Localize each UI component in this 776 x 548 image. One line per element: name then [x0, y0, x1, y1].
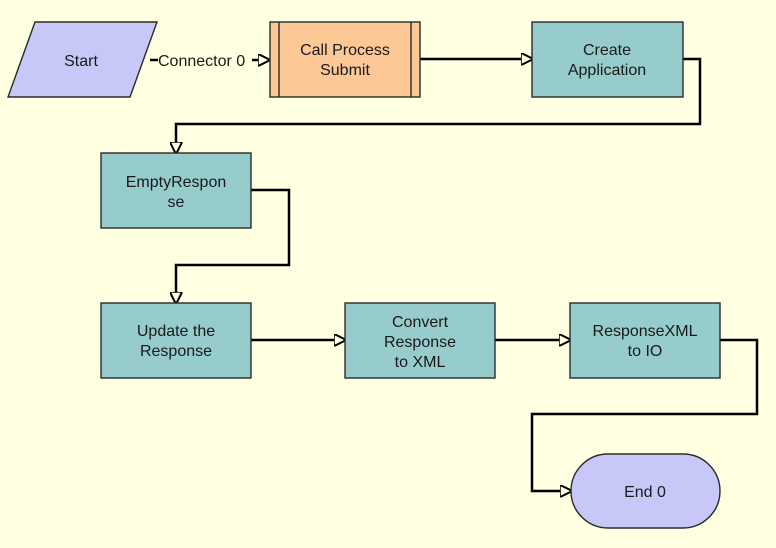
end-label: End 0	[624, 484, 666, 501]
edge-responsexml-io-to-end[interactable]	[530, 338, 759, 491]
create-application-label-line-1: Create	[583, 42, 631, 59]
node-update-response[interactable]: Update the Response	[100, 302, 252, 379]
task-shape	[344, 302, 496, 379]
end-shape	[570, 453, 721, 529]
edge-empty-response-to-update-response[interactable]	[176, 188, 291, 303]
connector-label: Connector 0	[158, 53, 245, 70]
edges: Connector 0	[150, 53, 759, 491]
empty-response-label-line-1: EmptyRespon	[126, 174, 227, 191]
convert-response-label-line-2: Response	[384, 334, 456, 351]
node-create-application[interactable]: Create Application	[531, 21, 684, 98]
node-responsexml-io[interactable]: ResponseXML to IO	[569, 302, 721, 379]
convert-response-label-line-3: to XML	[395, 354, 446, 371]
node-call-process-submit[interactable]: Call Process Submit	[269, 21, 421, 98]
convert-response-label-line-1: Convert	[392, 314, 449, 331]
call-process-label-line-2: Submit	[320, 62, 370, 79]
task-shape	[531, 21, 684, 98]
update-response-label-line-1: Update the	[137, 323, 215, 340]
task-shape	[100, 302, 252, 379]
responsexml-io-label-line-2: to IO	[628, 343, 663, 360]
responsexml-io-label-line-1: ResponseXML	[593, 323, 698, 340]
node-convert-response[interactable]: Convert Response to XML	[344, 302, 496, 379]
start-label: Start	[64, 53, 98, 70]
call-process-label-line-1: Call Process	[300, 42, 390, 59]
node-start[interactable]: Start	[7, 21, 158, 98]
subprocess-shape	[269, 21, 421, 98]
edge-create-application-to-empty-response[interactable]	[176, 57, 702, 153]
node-empty-response[interactable]: EmptyRespon se	[100, 152, 252, 229]
create-application-label-line-2: Application	[568, 62, 646, 79]
node-end[interactable]: End 0	[570, 453, 721, 529]
task-shape	[100, 152, 252, 229]
start-shape	[7, 21, 158, 98]
task-shape	[569, 302, 721, 379]
empty-response-label-line-2: se	[168, 194, 185, 211]
update-response-label-line-2: Response	[140, 343, 212, 360]
